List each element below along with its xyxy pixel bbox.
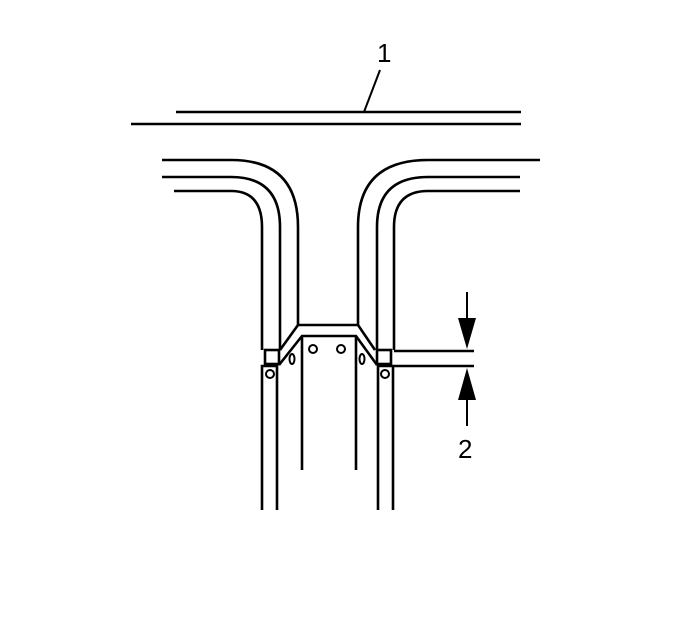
callout-1-label: 1 (377, 38, 391, 68)
left-tube (162, 158, 300, 350)
lower-tubes (260, 364, 395, 510)
callout-2-label: 2 (458, 434, 472, 464)
callout-1-leader (363, 69, 381, 113)
upper-rail (131, 110, 521, 126)
bracket-plate (263, 323, 393, 470)
right-tube (356, 158, 540, 350)
rivet-holes (265, 344, 390, 379)
gap-dimension (394, 292, 476, 426)
